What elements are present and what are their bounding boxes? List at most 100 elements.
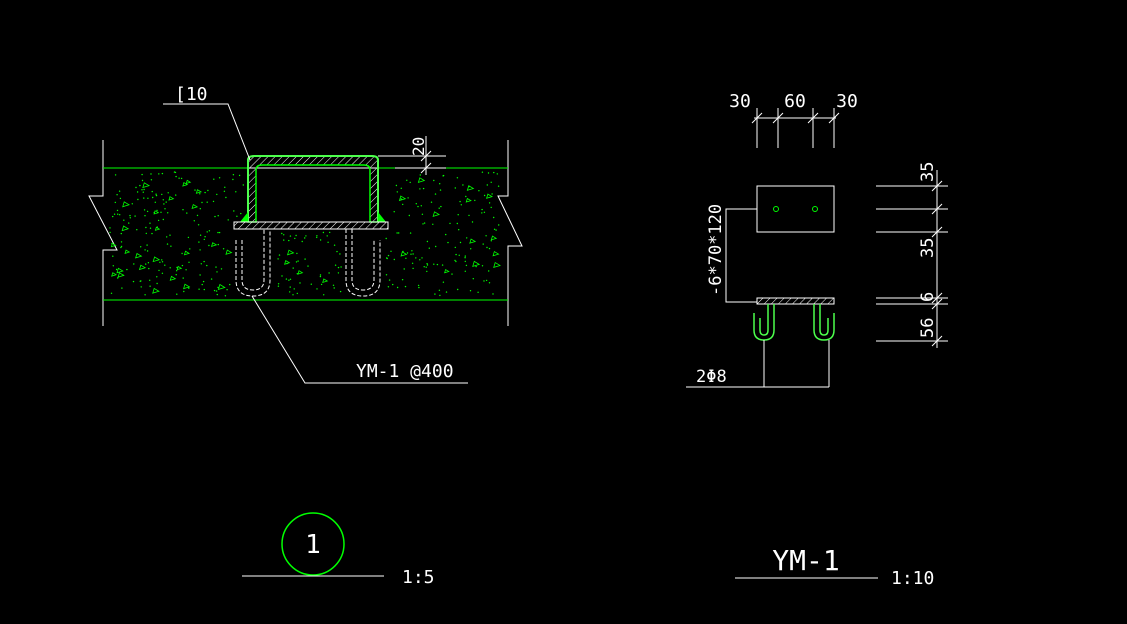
aggregate-dot	[196, 214, 199, 217]
aggregate-dot	[455, 260, 457, 263]
aggregate-stone	[465, 197, 472, 203]
aggregate-dot	[109, 227, 111, 229]
aggregate-dot	[430, 201, 433, 203]
aggregate-dot	[201, 201, 203, 204]
aggregate-dot	[278, 254, 281, 256]
aggregate-dot	[316, 235, 318, 237]
aggregate-dot	[486, 246, 488, 249]
aggregate-dot	[423, 266, 425, 268]
aggregate-dot	[242, 184, 244, 186]
aggregate-dot	[199, 274, 201, 276]
aggregate-dot	[132, 280, 135, 283]
aggregate-dot	[150, 179, 153, 181]
aggregate-dot	[217, 215, 219, 217]
aggregate-dot	[337, 272, 340, 274]
dim-right-35-bottom: 35	[918, 238, 938, 258]
aggregate-dot	[439, 189, 442, 191]
aggregate-dot	[469, 290, 472, 292]
aggregate-dot	[217, 231, 219, 234]
detail-1-number: 1	[305, 530, 321, 560]
aggregate-dot	[442, 281, 445, 283]
aggregate-dot	[388, 279, 391, 281]
detail-1-title-mark	[242, 512, 384, 577]
aggregate-dot	[194, 189, 196, 191]
dim-right-6: 6	[918, 292, 938, 302]
aggregate-dot	[497, 185, 500, 187]
aggregate-dot	[188, 287, 190, 289]
aggregate-dot	[299, 282, 301, 284]
aggregate-dot	[464, 255, 466, 257]
aggregate-dot	[393, 258, 395, 261]
channel-leader	[163, 103, 251, 161]
aggregate-dot	[445, 291, 448, 293]
aggregate-dot	[161, 259, 163, 261]
aggregate-dot	[203, 238, 205, 241]
aggregate-dot	[157, 219, 160, 222]
aggregate-dot	[455, 253, 457, 256]
aggregate-dot	[204, 236, 206, 238]
aggregate-dot	[426, 270, 428, 273]
aggregate-dot	[139, 184, 141, 187]
aggregate-dot	[488, 202, 491, 204]
aggregate-dot	[426, 263, 428, 265]
concrete-aggregate	[109, 171, 501, 297]
aggregate-dot	[385, 274, 388, 276]
aggregate-dot	[492, 293, 494, 295]
aggregate-dot	[333, 287, 335, 289]
aggregate-dot	[447, 241, 449, 244]
aggregate-dot	[281, 275, 283, 277]
aggregate-dot	[387, 286, 390, 288]
aggregate-stone	[138, 264, 147, 271]
aggregate-dot	[465, 264, 468, 267]
aggregate-dot	[297, 260, 299, 262]
aggregate-dot	[468, 214, 470, 217]
aggregate-dot	[491, 193, 493, 195]
aggregate-dot	[146, 250, 149, 252]
aggregate-dot	[454, 246, 456, 249]
aggregate-dot	[174, 171, 177, 174]
aggregate-dot	[419, 174, 421, 176]
aggregate-dot	[160, 211, 162, 213]
aggregate-stone	[121, 225, 130, 232]
aggregate-dot	[475, 265, 477, 268]
aggregate-dot	[119, 214, 121, 216]
aggregate-dot	[163, 203, 165, 205]
aggregate-dot	[406, 179, 408, 181]
aggregate-dot	[181, 252, 183, 255]
aggregate-stone	[110, 242, 117, 248]
aggregate-dot	[339, 253, 341, 255]
aggregate-dot	[203, 260, 205, 263]
aggregate-dot	[410, 253, 412, 255]
aggregate-dot	[319, 274, 322, 276]
aggregate-dot	[216, 193, 218, 196]
aggregate-stone	[169, 275, 177, 281]
aggregate-dot	[289, 278, 292, 280]
aggregate-dot	[145, 232, 147, 235]
aggregate-dot	[406, 252, 409, 254]
aggregate-dot	[136, 191, 139, 193]
aggregate-dot	[150, 173, 152, 175]
aggregate-stone	[124, 249, 131, 254]
aggregate-dot	[148, 267, 150, 270]
aggregate-dot	[457, 214, 459, 216]
aggregate-dot	[134, 215, 136, 217]
aggregate-dot	[175, 175, 177, 178]
aggregate-dot	[162, 218, 164, 221]
aggregate-dot	[295, 261, 298, 263]
detail-1: [10 20 YM-1 @400 1 1:5	[88, 84, 523, 588]
aggregate-dot	[417, 205, 419, 208]
aggregate-dot	[488, 270, 490, 272]
aggregate-dot	[146, 210, 149, 213]
aggregate-dot	[472, 278, 474, 280]
aggregate-dot	[144, 249, 146, 251]
plate-section	[756, 297, 835, 305]
aggregate-stone	[142, 182, 151, 189]
aggregate-dot	[421, 257, 423, 259]
aggregate-dot	[285, 278, 288, 280]
aggregate-dot	[116, 209, 119, 212]
aggregate-dot	[135, 186, 137, 189]
aggregate-dot	[337, 266, 340, 269]
aggregate-dot	[304, 258, 306, 260]
aggregate-dot	[419, 188, 421, 190]
aggregate-stone	[182, 182, 189, 187]
